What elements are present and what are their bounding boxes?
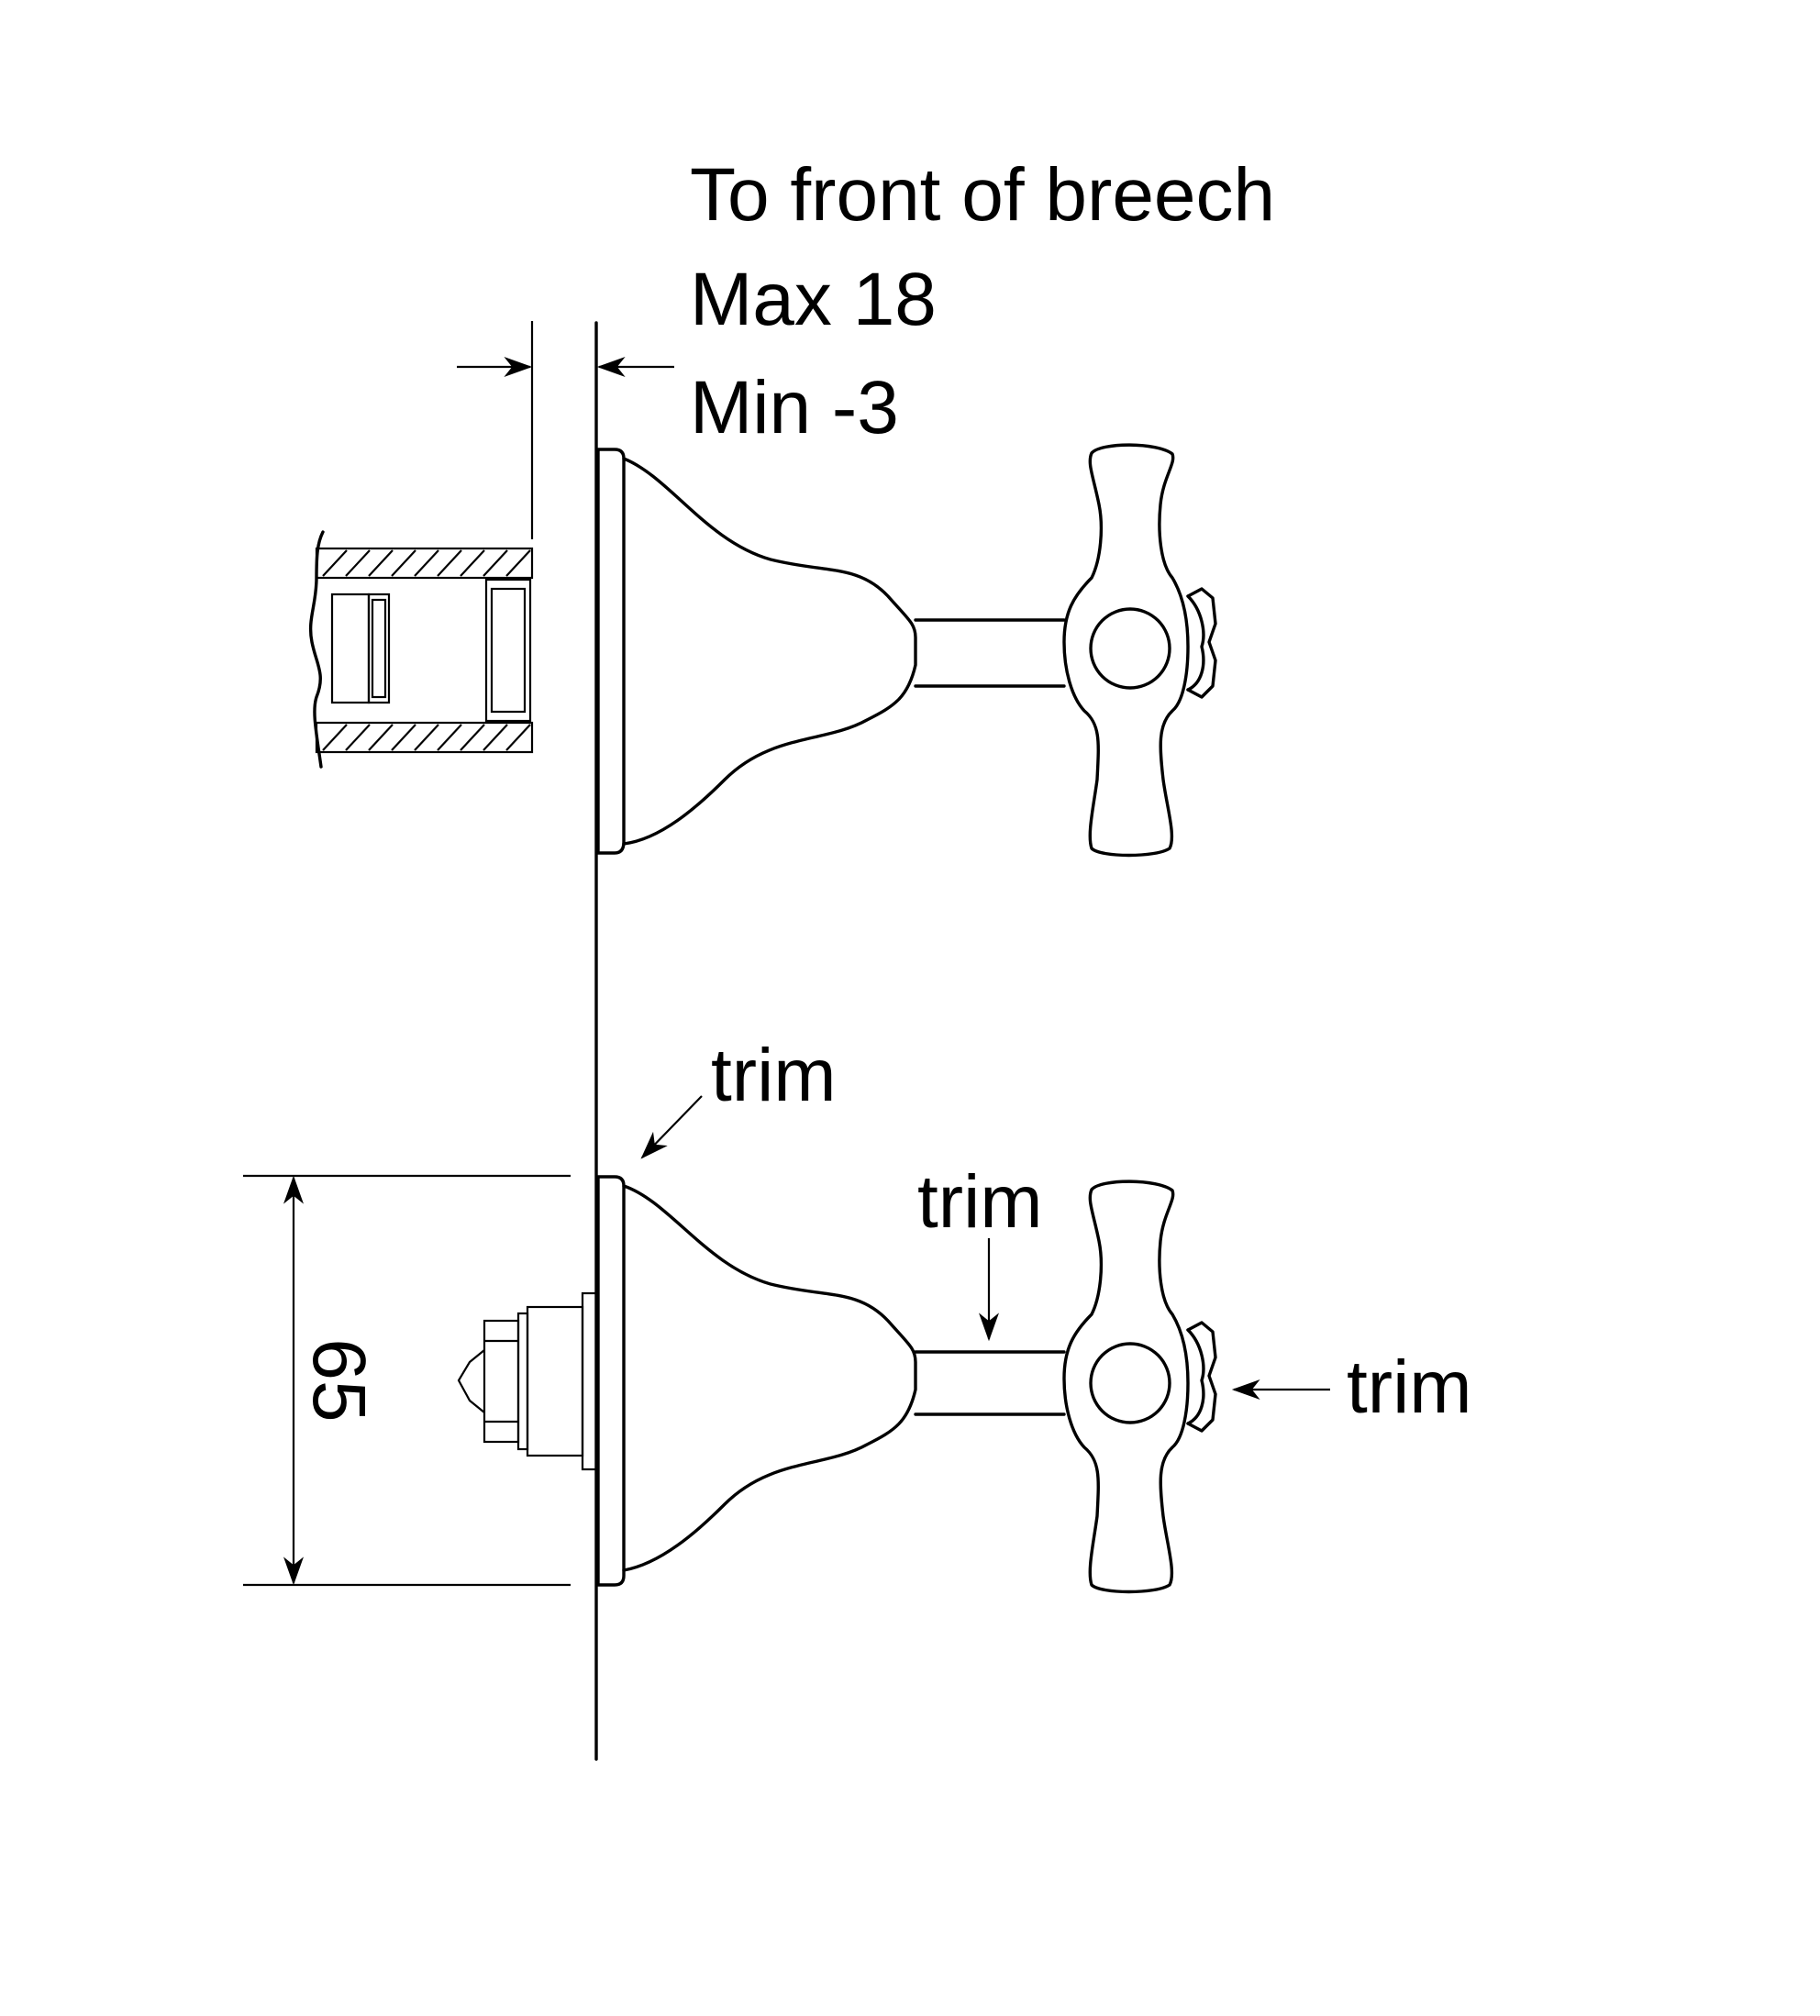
breech-pipe: [308, 530, 534, 769]
breech-dimension: [457, 321, 674, 539]
breech-min-label: Min -3: [690, 366, 899, 449]
lower-valve: [457, 1175, 1217, 1594]
trim-index-label: trim: [1347, 1346, 1472, 1429]
breech-title-label: To front of breech: [690, 153, 1275, 237]
height-dimension-label: 65: [297, 1338, 381, 1422]
upper-valve: [596, 443, 1217, 858]
trim-plate-leader: [640, 1095, 703, 1159]
trim-stem-label: trim: [917, 1160, 1043, 1244]
trim-plate-label: trim: [711, 1034, 837, 1117]
height-dimension: [243, 1174, 571, 1587]
breech-max-label: Max 18: [690, 258, 937, 341]
